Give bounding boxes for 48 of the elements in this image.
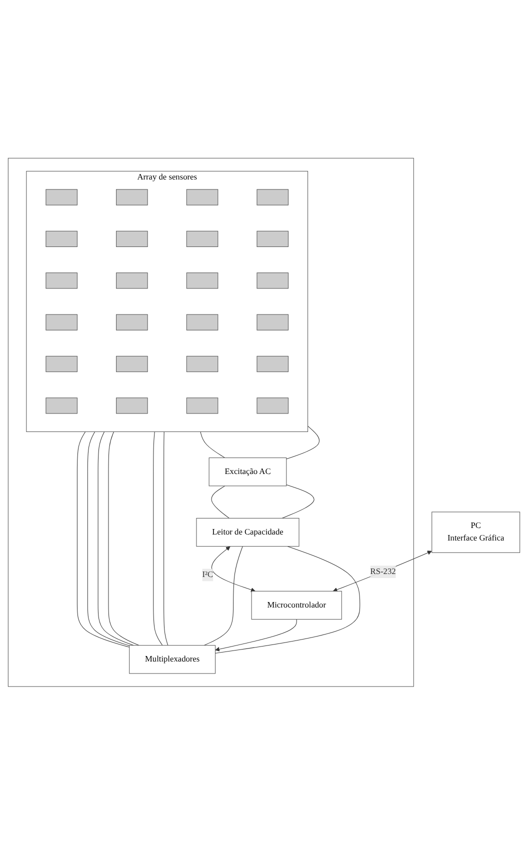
node-box — [116, 397, 148, 414]
node-box — [116, 314, 148, 330]
cluster — [8, 158, 414, 686]
node-box — [256, 314, 288, 330]
node-box — [46, 314, 78, 330]
node-box: Microcontrolador — [251, 590, 342, 620]
node-box — [116, 272, 148, 288]
node-box — [116, 188, 148, 205]
cluster: Array de sensores — [26, 170, 308, 432]
node-box — [186, 356, 218, 372]
arrow — [215, 618, 297, 652]
connector — [204, 546, 243, 646]
connector — [76, 431, 130, 648]
arrow — [332, 550, 432, 592]
node-box — [46, 356, 78, 372]
node-box — [256, 272, 288, 288]
node-box — [116, 356, 148, 372]
connector — [153, 431, 163, 646]
node-box — [46, 188, 78, 205]
node-box — [46, 230, 78, 247]
node-box — [46, 397, 78, 414]
connector — [211, 485, 230, 518]
node-box — [256, 397, 288, 414]
connector — [98, 431, 134, 646]
node-box: Leitor de Capacidade — [196, 518, 300, 546]
connector — [200, 431, 226, 458]
node-box — [186, 397, 218, 414]
node-box — [186, 188, 218, 205]
connector — [87, 431, 130, 646]
connector — [286, 425, 320, 459]
arrow — [211, 546, 256, 592]
connector — [108, 431, 140, 646]
node-box — [256, 188, 288, 205]
edge-label: RS-232 — [370, 566, 396, 576]
node-box — [186, 272, 218, 288]
node-box — [116, 230, 148, 247]
node-box: PC Interface Gráfica — [432, 511, 520, 553]
node-box: Multiplexadores — [129, 644, 216, 674]
edge-label: I²C — [202, 570, 214, 579]
connector — [215, 546, 360, 654]
connector — [282, 484, 314, 518]
node-box — [186, 314, 218, 330]
node-box — [256, 230, 288, 247]
node-box — [256, 356, 288, 372]
connector — [164, 431, 168, 646]
node-box — [186, 230, 218, 247]
node-box: Excitação AC — [208, 457, 287, 486]
node-box — [46, 272, 78, 288]
